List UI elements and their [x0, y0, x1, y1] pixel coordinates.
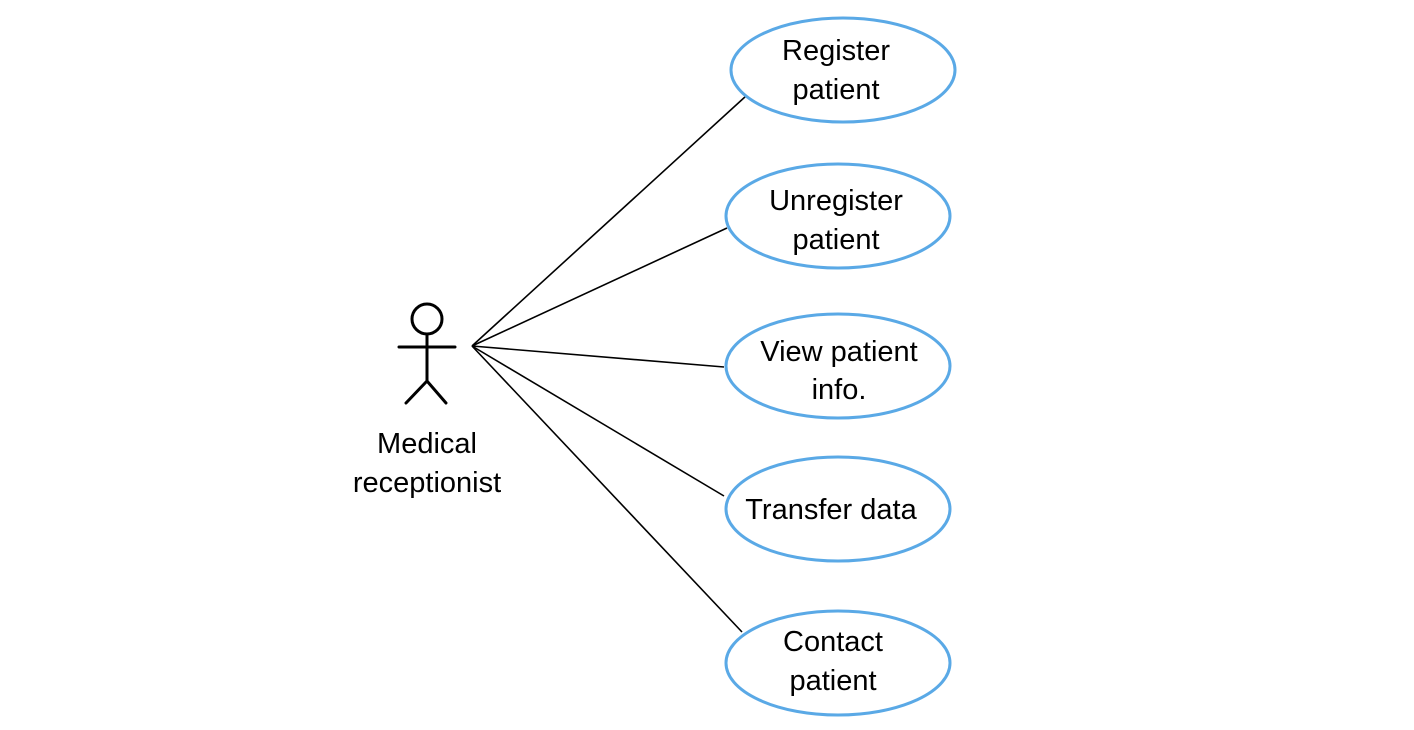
use-case-label-line-1: Contact [783, 626, 883, 658]
use-case-label-line-1: View patient [760, 336, 917, 368]
use-case-label-line-2: info. [812, 374, 867, 406]
use-case-ellipse [729, 16, 957, 124]
actor-medical-receptionist: Medical receptionist [353, 302, 501, 499]
use-case-label-line-1: Transfer data [745, 494, 917, 526]
use-case-label-line-2: patient [792, 74, 879, 106]
use-case-ellipse [724, 162, 952, 270]
use-case-ellipse [724, 312, 952, 420]
stick-figure-icon [397, 302, 457, 405]
use-case-register-patient[interactable]: Register patient [729, 16, 957, 124]
association-register-patient [471, 95, 747, 347]
actor-name-line-2: receptionist [353, 467, 501, 499]
use-case-ellipse [724, 455, 952, 563]
use-case-label-line-1: Unregister [769, 185, 903, 217]
use-case-view-patient-info[interactable]: View patient info. [724, 312, 952, 420]
use-case-label-line-2: patient [792, 224, 879, 256]
use-case-ellipse [724, 609, 952, 717]
use-case-label-line-1: Register [782, 35, 890, 67]
association-contact-patient [471, 345, 743, 633]
actor-name-line-1: Medical [377, 428, 477, 460]
use-case-contact-patient[interactable]: Contact patient [724, 609, 952, 717]
association-view-patient-info [471, 345, 725, 368]
use-case-transfer-data[interactable]: Transfer data [724, 455, 952, 563]
associations [471, 95, 747, 633]
use-case-unregister-patient[interactable]: Unregister patient [724, 162, 952, 270]
association-transfer-data [471, 345, 725, 497]
use-case-label-line-2: patient [789, 665, 876, 697]
association-unregister-patient [471, 227, 728, 347]
